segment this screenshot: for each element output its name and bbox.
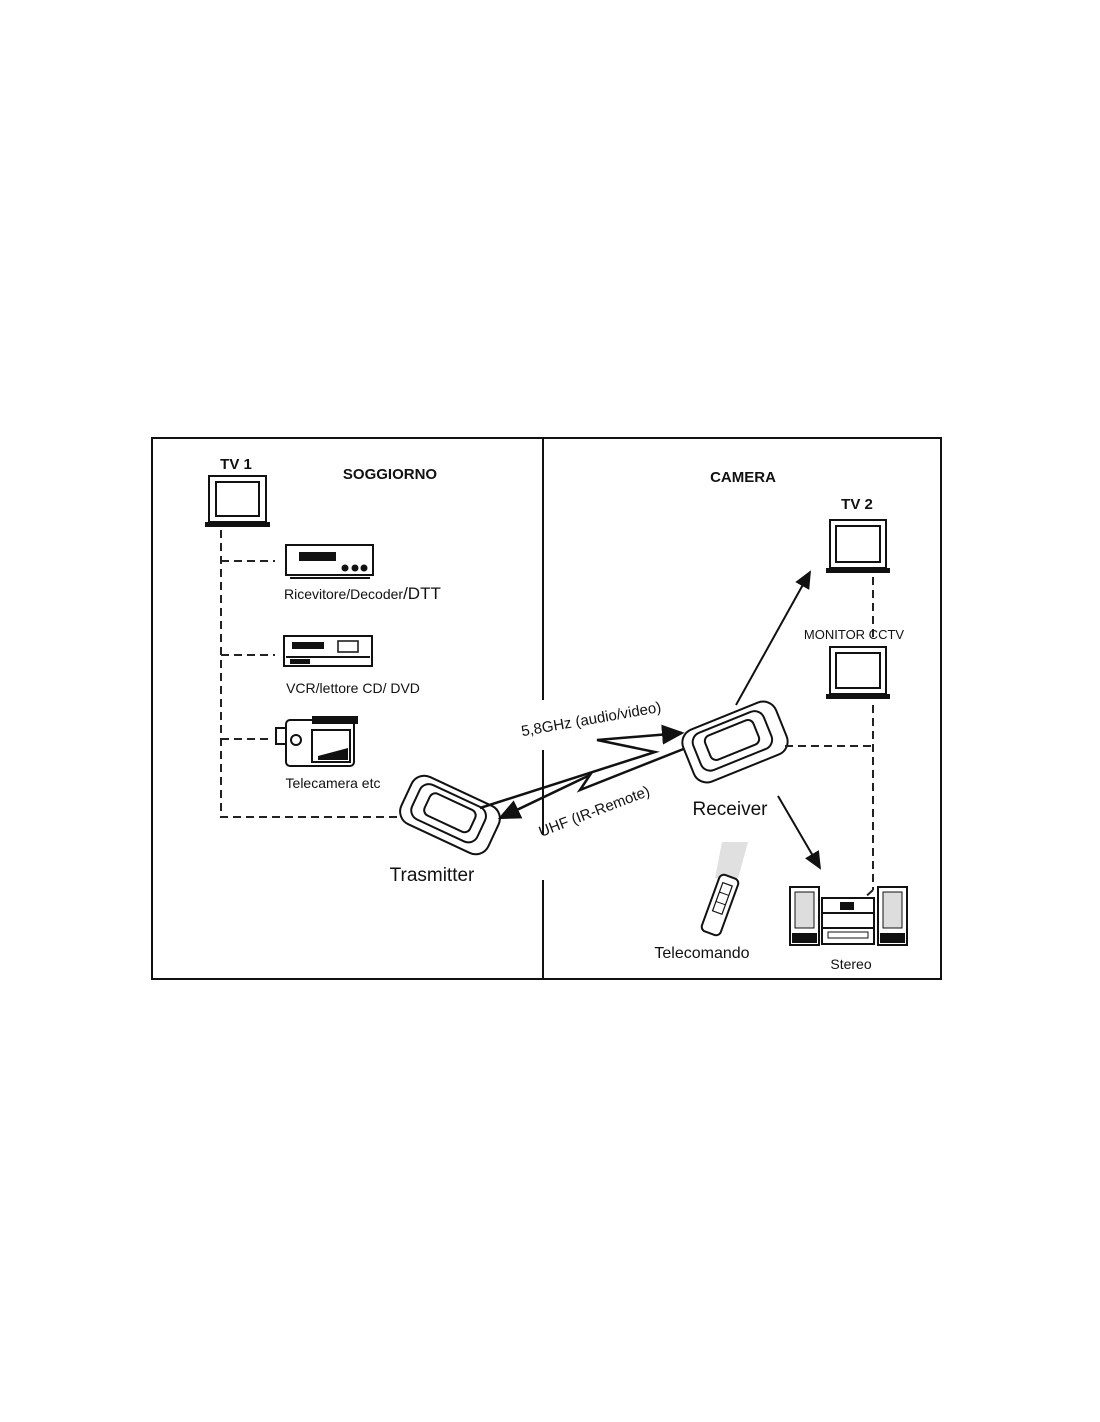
vcr-icon [283, 635, 373, 667]
arrow-to-tv2 [735, 570, 811, 706]
stereo-label: Stereo [830, 956, 871, 972]
transmitter-icon [399, 774, 501, 856]
monitor-cctv-label: MONITOR CCTV [804, 627, 904, 642]
diagram-frame [151, 437, 942, 980]
monitor-cctv-icon [826, 646, 890, 699]
tv2-label: TV 2 [841, 496, 873, 513]
camcorder-label: Telecamera etc [286, 775, 381, 791]
room-label-camera: CAMERA [710, 469, 776, 486]
av-link-label: 5,8GHz (audio/video) [520, 699, 663, 740]
left-cable-lines [220, 530, 405, 818]
decoder-icon [285, 544, 374, 579]
remote-control-icon [700, 842, 748, 937]
tv1-label: TV 1 [220, 456, 252, 473]
receiver-label: Receiver [693, 799, 769, 820]
tv1-icon [205, 475, 270, 527]
arrow-to-stereo [777, 795, 822, 870]
remote-label: Telecomando [654, 945, 749, 962]
receiver-icon [681, 700, 789, 784]
transmitter-label: Trasmitter [390, 865, 475, 886]
right-cable-lines [785, 577, 874, 901]
room-label-soggiorno: SOGGIORNO [343, 466, 438, 483]
decoder-label-main: Ricevitore/Decoder [284, 586, 403, 602]
tv2-icon [826, 519, 890, 573]
wireless-link-lines [479, 724, 687, 820]
camcorder-icon [275, 716, 358, 767]
decoder-label: Ricevitore/Decoder/DTT [284, 584, 441, 603]
stereo-icon [789, 886, 908, 946]
decoder-label-suffix: /DTT [403, 584, 441, 603]
vcr-label: VCR/lettore CD/ DVD [286, 680, 420, 696]
